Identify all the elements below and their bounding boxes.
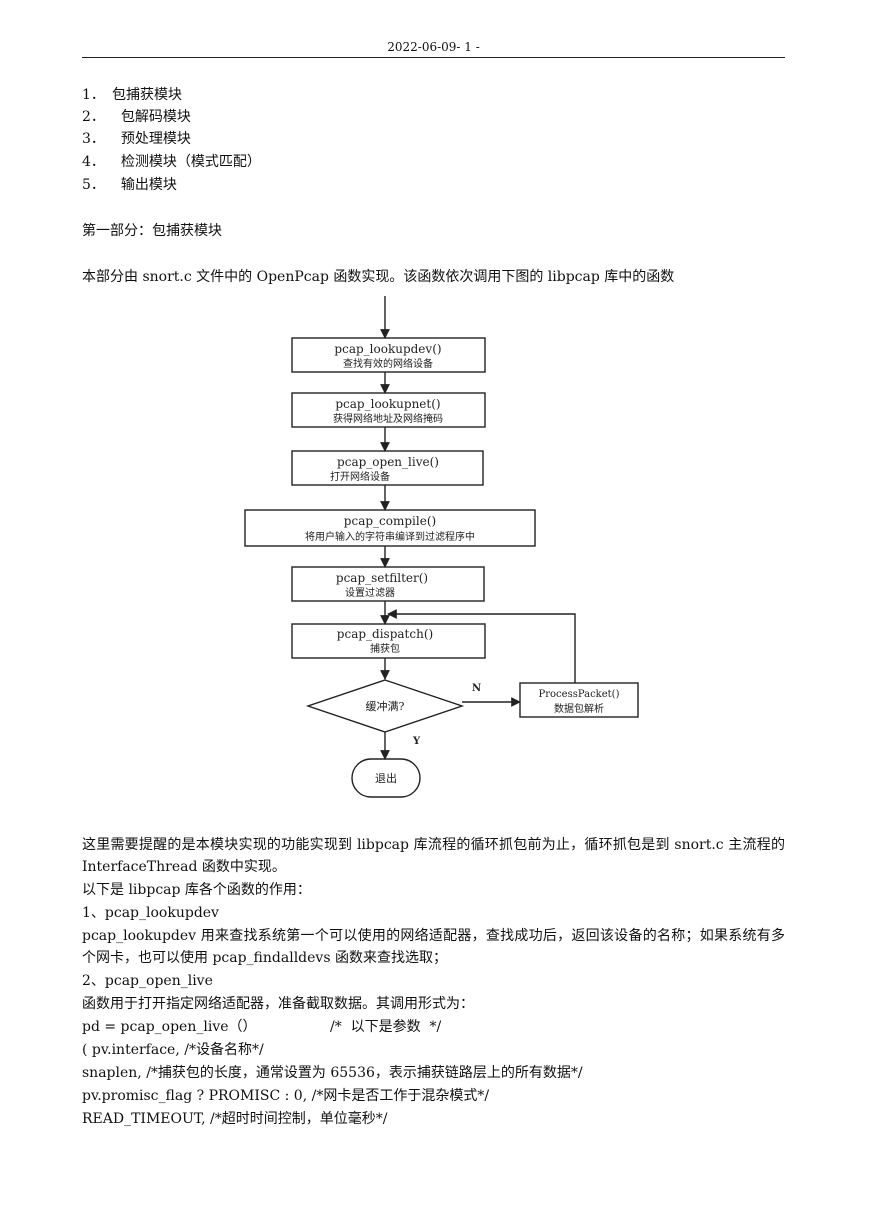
code-line: ( pv.interface, /*设备名称*/ <box>82 1042 264 1058</box>
body-heading: 1、pcap_lookupdev <box>82 905 219 921</box>
toc-item: 5． 输出模块 <box>82 176 177 194</box>
toc-num: 2． <box>82 109 105 125</box>
toc-label: 输出模块 <box>112 177 177 193</box>
flow-box-lookupdev <box>291 337 486 373</box>
code-comment: /* 以下是参数 */ <box>330 1019 442 1035</box>
flow-func-label: pcap_lookupdev() <box>334 342 441 356</box>
toc-num: 1． <box>82 87 105 103</box>
flow-box-compile <box>244 509 536 547</box>
toc-num: 5． <box>82 177 105 193</box>
flow-box-dispatch <box>291 623 486 659</box>
code-line: snaplen, /*捕获包的长度，通常设置为 65536，表示捕获链路层上的所… <box>82 1065 583 1081</box>
header-rule <box>82 57 785 58</box>
toc-num: 4． <box>82 154 105 170</box>
flow-func-label: pcap_compile() <box>344 514 436 528</box>
flow-loop-arrow <box>387 609 576 683</box>
flow-desc-label: 捕获包 <box>370 642 400 655</box>
flow-desc-label: 查找有效的网络设备 <box>343 357 433 370</box>
toc-item: 2． 包解码模块 <box>82 108 191 126</box>
body-paragraph: 以下是 libpcap 库各个函数的作用： <box>82 882 311 898</box>
section-title: 第一部分：包捕获模块 <box>82 223 222 239</box>
body-heading: 2、pcap_open_live <box>82 973 213 989</box>
flow-box-process <box>519 682 639 718</box>
flow-func-label: pcap_lookupnet() <box>335 397 440 411</box>
body-paragraph: 这里需要提醒的是本模块实现的功能实现到 libpcap 库流程的循环抓包前为止，… <box>82 837 785 875</box>
flow-process-desc: 数据包解析 <box>554 702 604 715</box>
flow-desc-label: 获得网络地址及网络掩码 <box>333 412 443 425</box>
flow-func-label: pcap_setfilter() <box>336 571 428 585</box>
flow-no-label: N <box>472 683 481 694</box>
intro-text: 本部分由 snort.c 文件中的 OpenPcap 函数实现。该函数依次调用下… <box>82 269 675 285</box>
toc-item: 1． 包捕获模块 <box>82 86 182 104</box>
toc-item: 4． 检测模块（模式匹配） <box>82 153 261 171</box>
toc-num: 3． <box>82 131 105 147</box>
body-paragraph: 函数用于打开指定网络适配器，准备截取数据。其调用形式为： <box>82 996 474 1012</box>
toc-label: 预处理模块 <box>112 131 191 147</box>
flow-box-lookupnet <box>291 392 486 428</box>
toc-label: 包捕获模块 <box>112 87 182 103</box>
flow-terminal-exit <box>351 758 421 798</box>
flow-box-open-live <box>291 450 484 486</box>
flow-desc-label: 打开网络设备 <box>330 470 390 483</box>
code-line: pd = pcap_open_live（） <box>82 1019 257 1035</box>
flow-yes-label: Y <box>412 736 421 747</box>
body-paragraph: pcap_lookupdev 用来查找系统第一个可以使用的网络适配器，查找成功后… <box>82 928 785 966</box>
code-line: READ_TIMEOUT, /*超时时间控制，单位毫秒*/ <box>82 1111 388 1127</box>
toc-label: 检测模块（模式匹配） <box>112 154 261 170</box>
flow-box-setfilter <box>291 566 485 602</box>
toc-item: 3． 预处理模块 <box>82 130 191 148</box>
flow-desc-label: 设置过滤器 <box>345 586 395 599</box>
flow-desc-label: 将用户输入的字符串编译到过滤程序中 <box>305 530 475 543</box>
page-header: 2022-06-09- 1 - <box>387 40 480 54</box>
toc-label: 包解码模块 <box>112 109 191 125</box>
code-line: pv.promisc_flag ? PROMISC : 0, /*网卡是否工作于… <box>82 1088 490 1104</box>
flowchart: pcap_lookupdev() 查找有效的网络设备 pcap_lookupne… <box>244 296 639 798</box>
flow-process-func: ProcessPacket() <box>539 689 620 700</box>
flow-decision-label: 缓冲满? <box>366 699 405 713</box>
flow-exit-label: 退出 <box>375 771 397 785</box>
flow-func-label: pcap_open_live() <box>337 455 439 469</box>
flow-func-label: pcap_dispatch() <box>337 627 433 641</box>
